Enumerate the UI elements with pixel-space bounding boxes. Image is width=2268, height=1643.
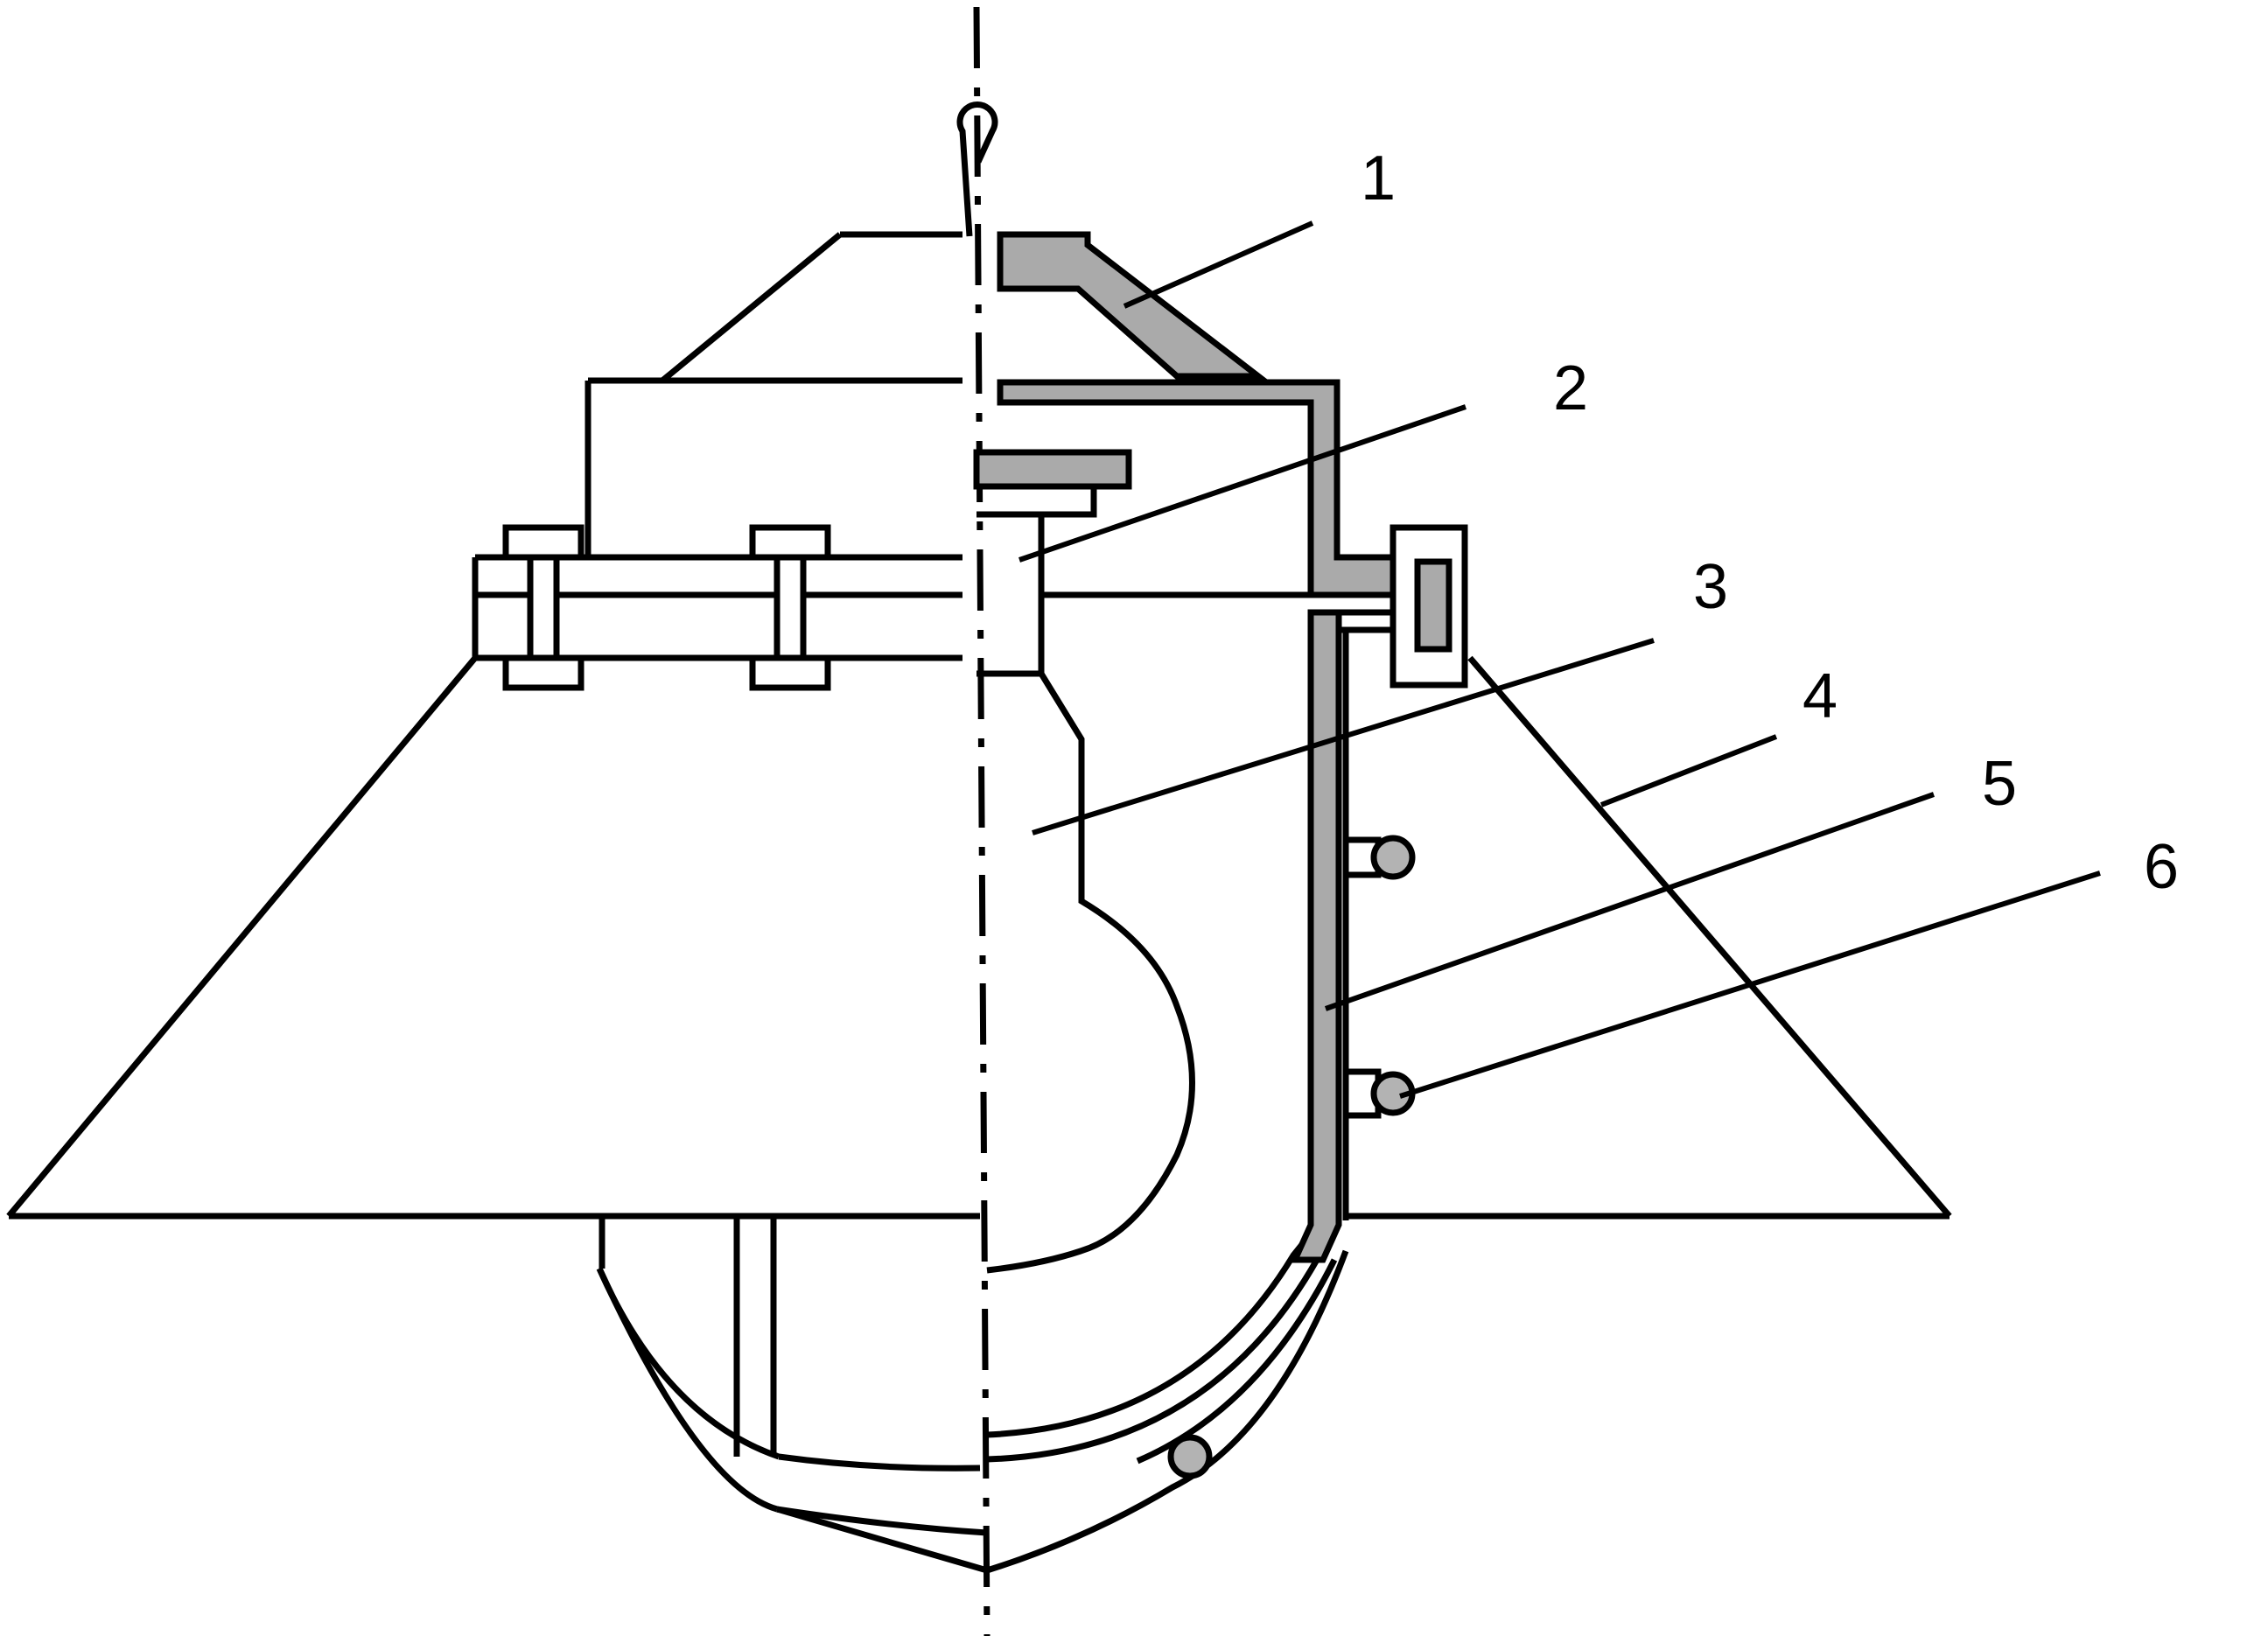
part-4-cone-skirt (1467, 655, 1952, 1219)
part-2-inner-block (973, 449, 1132, 490)
flange-bolt-left-2 (749, 524, 831, 691)
label-3: 3 (1693, 552, 1728, 622)
part-3-hook-body (986, 672, 1195, 1274)
part-6-balls (1167, 835, 1416, 1479)
flange-bolt-left-1 (502, 524, 584, 691)
leader-2 (1018, 404, 1466, 563)
right-half-section (973, 231, 1952, 1574)
leader-1 (1123, 220, 1314, 309)
label-1: 1 (1361, 143, 1396, 213)
label-5: 5 (1982, 749, 2017, 819)
label-2: 2 (1553, 353, 1588, 423)
leader-3 (1032, 638, 1655, 835)
left-half-view (6, 231, 988, 1574)
leader-6 (1399, 870, 2101, 1099)
label-4: 4 (1802, 661, 1838, 731)
leader-lines (1018, 220, 2101, 1099)
leader-5 (1325, 792, 1935, 1011)
center-axis (973, 6, 990, 1637)
lifting-ring (956, 101, 998, 237)
part-5-side-wall (1290, 609, 1342, 1263)
label-6: 6 (2144, 832, 2179, 902)
leader-4 (1600, 734, 1778, 808)
